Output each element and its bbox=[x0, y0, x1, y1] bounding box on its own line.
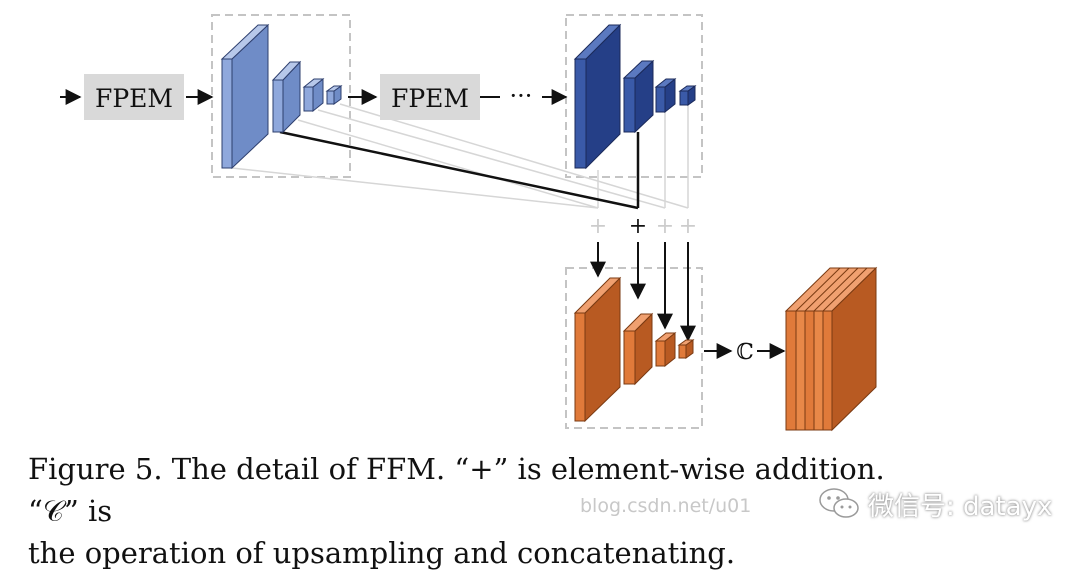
concat-symbol: ℂ bbox=[736, 340, 754, 365]
ffm-diagram: FPEM FPEM ··· + + + + bbox=[60, 14, 878, 432]
plus-sign-main: + bbox=[629, 214, 647, 239]
fusion-down-arrows bbox=[590, 242, 696, 342]
figure-caption: Figure 5. The detail of FFM. “+” is elem… bbox=[28, 448, 928, 574]
fused-pyramid-frame bbox=[565, 267, 703, 429]
fpem-module-2-label: FPEM bbox=[391, 84, 469, 113]
fpem-module-1: FPEM bbox=[84, 74, 184, 120]
caption-line-1: Figure 5. The detail of FFM. “+” is elem… bbox=[28, 452, 885, 528]
fpem-module-1-label: FPEM bbox=[95, 84, 173, 113]
plus-sign-faint-2: + bbox=[656, 214, 674, 239]
main-fusion-line bbox=[279, 130, 640, 210]
fused-feature-pyramid bbox=[573, 276, 695, 423]
wechat-account-label: 微信号: datayx bbox=[868, 491, 1053, 522]
wechat-icon bbox=[819, 488, 859, 518]
ellipsis: ··· bbox=[510, 82, 533, 110]
input-pyramid-frame bbox=[211, 14, 351, 178]
skip-connection-lines bbox=[231, 103, 689, 209]
concatenated-output bbox=[784, 266, 878, 432]
input-feature-pyramid bbox=[220, 23, 343, 170]
watermark-url: blog.csdn.net/u01 bbox=[580, 495, 752, 517]
plus-sign-faint-3: + bbox=[679, 214, 697, 239]
output-feature-pyramid bbox=[573, 23, 697, 170]
fpem-module-2: FPEM bbox=[380, 74, 480, 120]
caption-line-2: the operation of upsampling and concaten… bbox=[28, 536, 736, 570]
plus-sign-faint-1: + bbox=[589, 214, 607, 239]
wechat-watermark: 微信号: datayx bbox=[818, 484, 1052, 524]
